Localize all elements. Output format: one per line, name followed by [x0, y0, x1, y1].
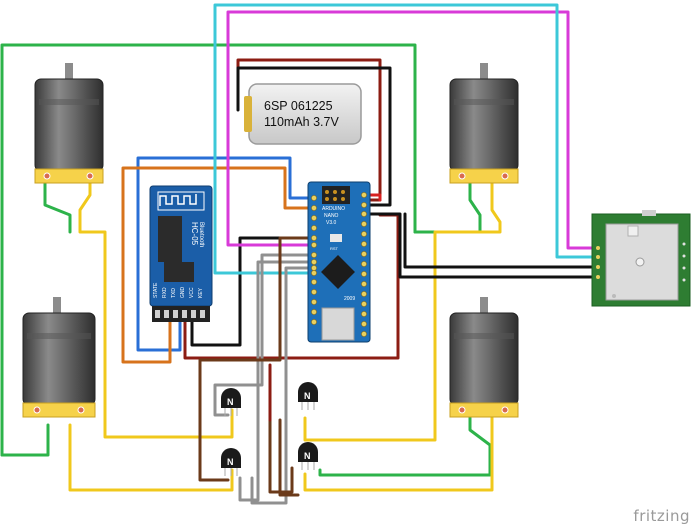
arduino-board: NANO	[324, 213, 339, 219]
wire-red-gps	[366, 193, 382, 202]
pin-label-txd: TXD	[171, 288, 177, 298]
transistor-3-label: N	[227, 457, 234, 467]
pin-label-vcc: VCC	[189, 287, 195, 298]
transistor-1-label: N	[227, 397, 234, 407]
wire-green-outer	[0, 43, 417, 457]
arduino-right-pins	[361, 192, 367, 337]
battery: 6SP 061225 110mAh 3.7V	[244, 83, 362, 145]
pin-label-rxd: RXD	[162, 287, 168, 298]
arduino-chip	[321, 255, 355, 289]
wire-green-bottom-left	[0, 423, 50, 457]
pin-label-gnd: GND	[180, 287, 186, 299]
transistor-2: N	[298, 382, 318, 410]
wire-yellow-left-bottom	[68, 423, 234, 492]
gps-pins	[596, 246, 600, 279]
wire-yellow-right-top	[303, 181, 502, 442]
bluetooth-pin-labels: STATE RXD TXD GND VCC KEY	[153, 282, 204, 298]
transistor-4-label: N	[304, 451, 311, 461]
transistor-1: N	[221, 388, 241, 416]
battery-label-line1: 6SP 061225	[264, 99, 333, 113]
pin-label-key: KEY	[198, 287, 204, 298]
arduino-nano: ARDUINO NANO V3.0 RST 2009	[307, 181, 371, 343]
motor-bottom-right	[449, 297, 519, 418]
wire-cyan	[213, 3, 598, 275]
motor-top-left	[34, 63, 104, 184]
motor-top-right	[449, 63, 519, 184]
battery-label-line2: 110mAh 3.7V	[264, 115, 339, 129]
wire-black-gps	[366, 212, 598, 279]
fritzing-watermark: fritzing	[633, 507, 690, 525]
arduino-brand: ARDUINO	[322, 206, 345, 212]
antenna-trace	[159, 194, 197, 206]
arduino-version: V3.0	[326, 220, 337, 226]
bluetooth-model: HC-05	[190, 222, 199, 246]
wire-yellow-right-bottom	[303, 416, 494, 492]
wire-gray-2	[238, 260, 314, 502]
wire-black-bt	[190, 236, 314, 347]
bluetooth-pins	[155, 310, 205, 318]
wire-orange	[121, 166, 314, 364]
wire-brown-1	[198, 236, 314, 482]
wire-gray-1	[213, 253, 314, 417]
usb-connector	[321, 307, 355, 341]
wire-magenta	[226, 10, 598, 250]
gps-module	[591, 210, 691, 307]
bluetooth-subtitle: Bluetooth	[198, 222, 204, 247]
arduino-year: 2009	[344, 296, 355, 302]
wire-black-gps-2	[403, 212, 598, 269]
wires	[0, 3, 598, 505]
transistor-3: N	[221, 448, 241, 476]
pin-label-state: STATE	[153, 282, 159, 298]
arduino-left-pins	[311, 195, 317, 325]
wire-green-right-top	[413, 181, 482, 234]
arduino-reset-label: RST	[330, 246, 339, 251]
wire-gray-3	[250, 266, 314, 505]
wire-black-batt	[236, 66, 392, 207]
bluetooth-module: HC-05 Bluetooth STATE RXD TXD GND VCC KE…	[149, 185, 213, 322]
wire-green-left	[43, 181, 72, 234]
transistor-4: N	[298, 442, 318, 470]
wire-green-right-bottom	[318, 416, 492, 477]
wire-brown-3	[278, 418, 300, 497]
transistor-2-label: N	[304, 391, 311, 401]
motor-bottom-left	[22, 297, 96, 418]
wire-yellow-left-top	[78, 181, 234, 439]
wire-blue	[136, 156, 314, 352]
